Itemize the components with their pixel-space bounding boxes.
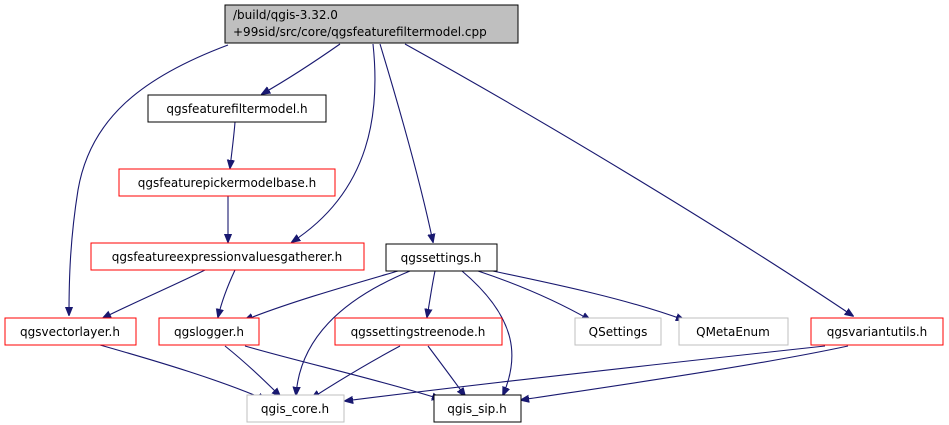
node-qgssettings-h[interactable]: qgssettings.h [385, 243, 498, 272]
node-qsettings[interactable]: QSettings [574, 317, 662, 346]
edge-qgsfeaturefiltermodel-to-qgsfeaturepickermodelbase [230, 121, 236, 168]
edges [69, 43, 853, 401]
edge-qgsfeatureexpressionvaluesgatherer-to-qgslogger [218, 269, 236, 317]
node-qgis-sip-h[interactable]: qgis_sip.h [433, 394, 522, 423]
node-qgsfeatureexpressionvaluesgatherer-h-label: qgsfeatureexpressionvaluesgatherer.h [112, 250, 343, 264]
edge-qgssettings-to-qgis-sip [461, 270, 513, 395]
node-qgslogger-h[interactable]: qgslogger.h [158, 317, 260, 346]
edge-qgssettings-to-qsettings [477, 270, 590, 320]
edge-qgsvariantutils-to-qgis-sip [521, 345, 849, 400]
node-qgssettingstreenode-h-label: qgssettingstreenode.h [351, 325, 486, 339]
node-qgssettings-h-label: qgssettings.h [401, 251, 482, 265]
edge-qgssettingstreenode-to-qgis-core [312, 345, 401, 398]
root-node-path-line1: /build/qgis-3.32.0 [233, 8, 338, 22]
edge-qgssettings-to-qmetaenum [487, 269, 684, 320]
node-qgsvariantutils-h[interactable]: qgsvariantutils.h [810, 317, 944, 346]
node-qgsfeatureexpressionvaluesgatherer-h[interactable]: qgsfeatureexpressionvaluesgatherer.h [90, 242, 365, 271]
edge-qgssettings-to-qgis-core [296, 270, 411, 395]
node-qsettings-label: QSettings [589, 325, 648, 339]
edge-qgsfeatureexpressionvaluesgatherer-to-qgsvectorlayer [103, 269, 206, 318]
node-qgsfeaturepickermodelbase-h[interactable]: qgsfeaturepickermodelbase.h [118, 168, 336, 197]
node-qgis-core-h-label: qgis_core.h [261, 402, 329, 416]
node-qgsfeaturefiltermodel-h-label: qgsfeaturefiltermodel.h [166, 102, 307, 116]
edge-root-to-qgsfeaturefiltermodel [262, 43, 341, 94]
edge-qgssettings-to-qgssettingstreenode [427, 270, 436, 317]
root-node-path-line2: +99sid/src/core/qgsfeaturefiltermodel.cp… [233, 25, 487, 39]
node-qmetaenum-label: QMetaEnum [696, 325, 770, 339]
node-qmetaenum[interactable]: QMetaEnum [678, 317, 789, 346]
root-node[interactable]: /build/qgis-3.32.0 +99sid/src/core/qgsfe… [224, 4, 519, 44]
edge-root-to-qgssettings [379, 43, 433, 242]
node-qgsvariantutils-h-label: qgsvariantutils.h [827, 325, 928, 339]
node-qgsfeaturefiltermodel-h[interactable]: qgsfeaturefiltermodel.h [147, 94, 327, 123]
edge-root-to-qgsfeatureexpressionvaluesgatherer [292, 43, 376, 242]
node-qgsfeaturepickermodelbase-h-label: qgsfeaturepickermodelbase.h [138, 176, 316, 190]
node-qgis-core-h[interactable]: qgis_core.h [246, 394, 345, 423]
node-qgslogger-h-label: qgslogger.h [174, 325, 244, 339]
node-qgsvectorlayer-h-label: qgsvectorlayer.h [20, 325, 120, 339]
node-qgssettingstreenode-h[interactable]: qgssettingstreenode.h [334, 317, 503, 346]
edge-qgsvectorlayer-to-qgis-core [99, 344, 266, 400]
node-qgis-sip-h-label: qgis_sip.h [447, 402, 506, 416]
node-qgsvectorlayer-h[interactable]: qgsvectorlayer.h [4, 317, 137, 346]
edge-qgslogger-to-qgis-core [224, 345, 280, 396]
edge-qgssettingstreenode-to-qgis-sip [427, 345, 465, 396]
edge-root-to-qgsvariantutils [404, 43, 853, 316]
edge-root-to-qgsvectorlayer [69, 44, 229, 315]
edge-qgssettings-to-qgslogger [245, 270, 399, 320]
edge-qgsvariantutils-to-qgis-core [345, 345, 826, 401]
